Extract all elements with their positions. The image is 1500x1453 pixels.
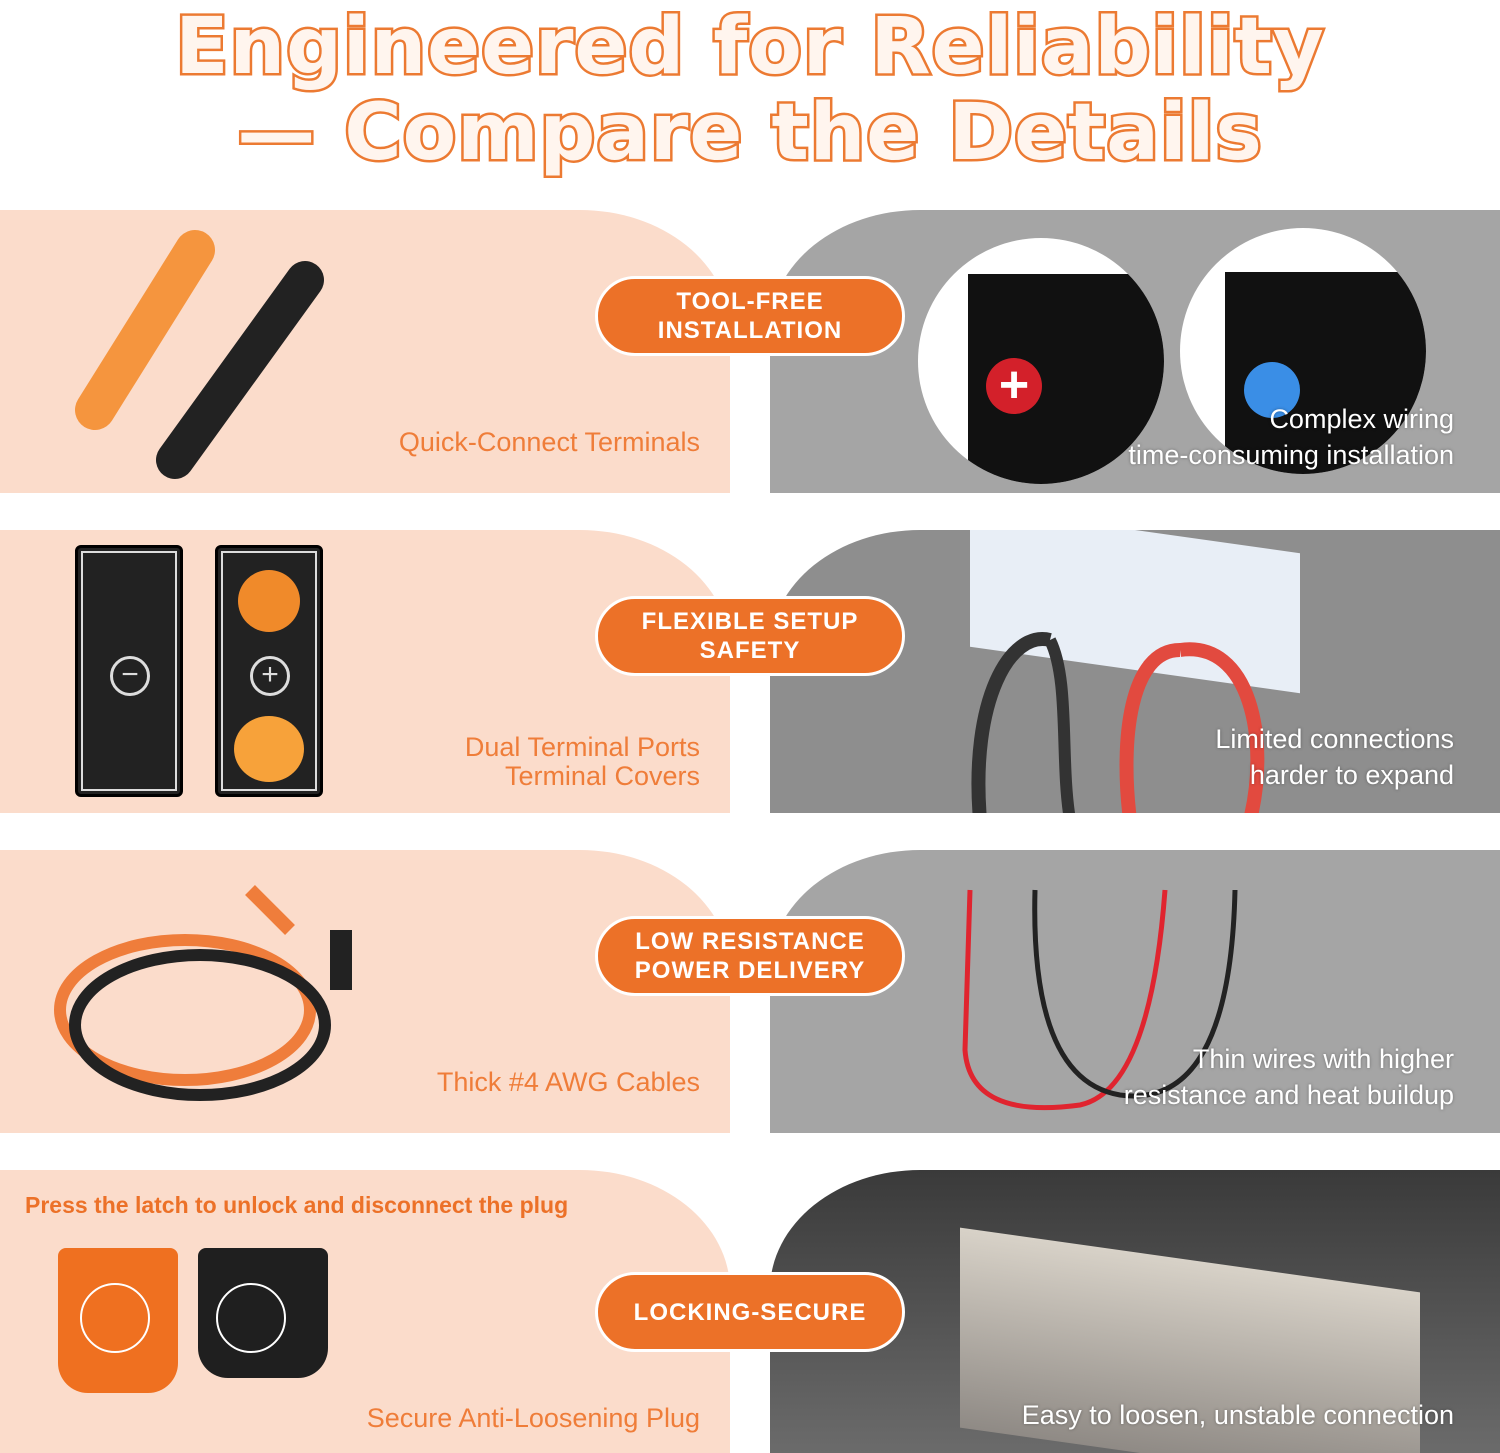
thin-wires-image: [962, 889, 1238, 1111]
positive-terminal-image: +: [918, 238, 1164, 484]
battery-cables-image: [971, 632, 1265, 813]
positive-port-image: +: [215, 545, 323, 797]
our-product-panel: Press the latch to unlock and disconnect…: [0, 1170, 730, 1453]
right-caption: Easy to loosen, unstable connection: [1021, 1400, 1454, 1430]
our-product-panel: Thick #4 AWG Cables: [0, 850, 730, 1133]
black-plug-image: [198, 1248, 328, 1378]
orange-plug-image: [58, 1248, 178, 1393]
title-line-1: Engineered for Reliability: [173, 2, 1326, 93]
latch-instruction: Press the latch to unlock and disconnect…: [25, 1192, 569, 1218]
negative-terminal-image: [1180, 228, 1426, 474]
left-caption: Quick-Connect Terminals: [398, 427, 700, 457]
left-caption: Secure Anti-Loosening Plug: [366, 1403, 700, 1433]
left-caption: Thick #4 AWG Cables: [436, 1067, 700, 1097]
minus-icon: [1244, 362, 1300, 418]
our-product-panel: Quick-Connect Terminals: [0, 210, 730, 493]
quick-connect-terminals-image: [75, 230, 324, 479]
feature-badge: LOCKING-SECURE: [595, 1272, 905, 1352]
title-line-2: — Compare the Details: [235, 88, 1265, 179]
negative-port-image: −: [75, 545, 183, 797]
plus-icon: +: [250, 656, 290, 696]
plus-icon: +: [986, 358, 1042, 414]
thick-awg-cables-image: [54, 885, 352, 1101]
minus-icon: −: [110, 656, 150, 696]
comparison-row-locking: Press the latch to unlock and disconnect…: [0, 1170, 1500, 1453]
